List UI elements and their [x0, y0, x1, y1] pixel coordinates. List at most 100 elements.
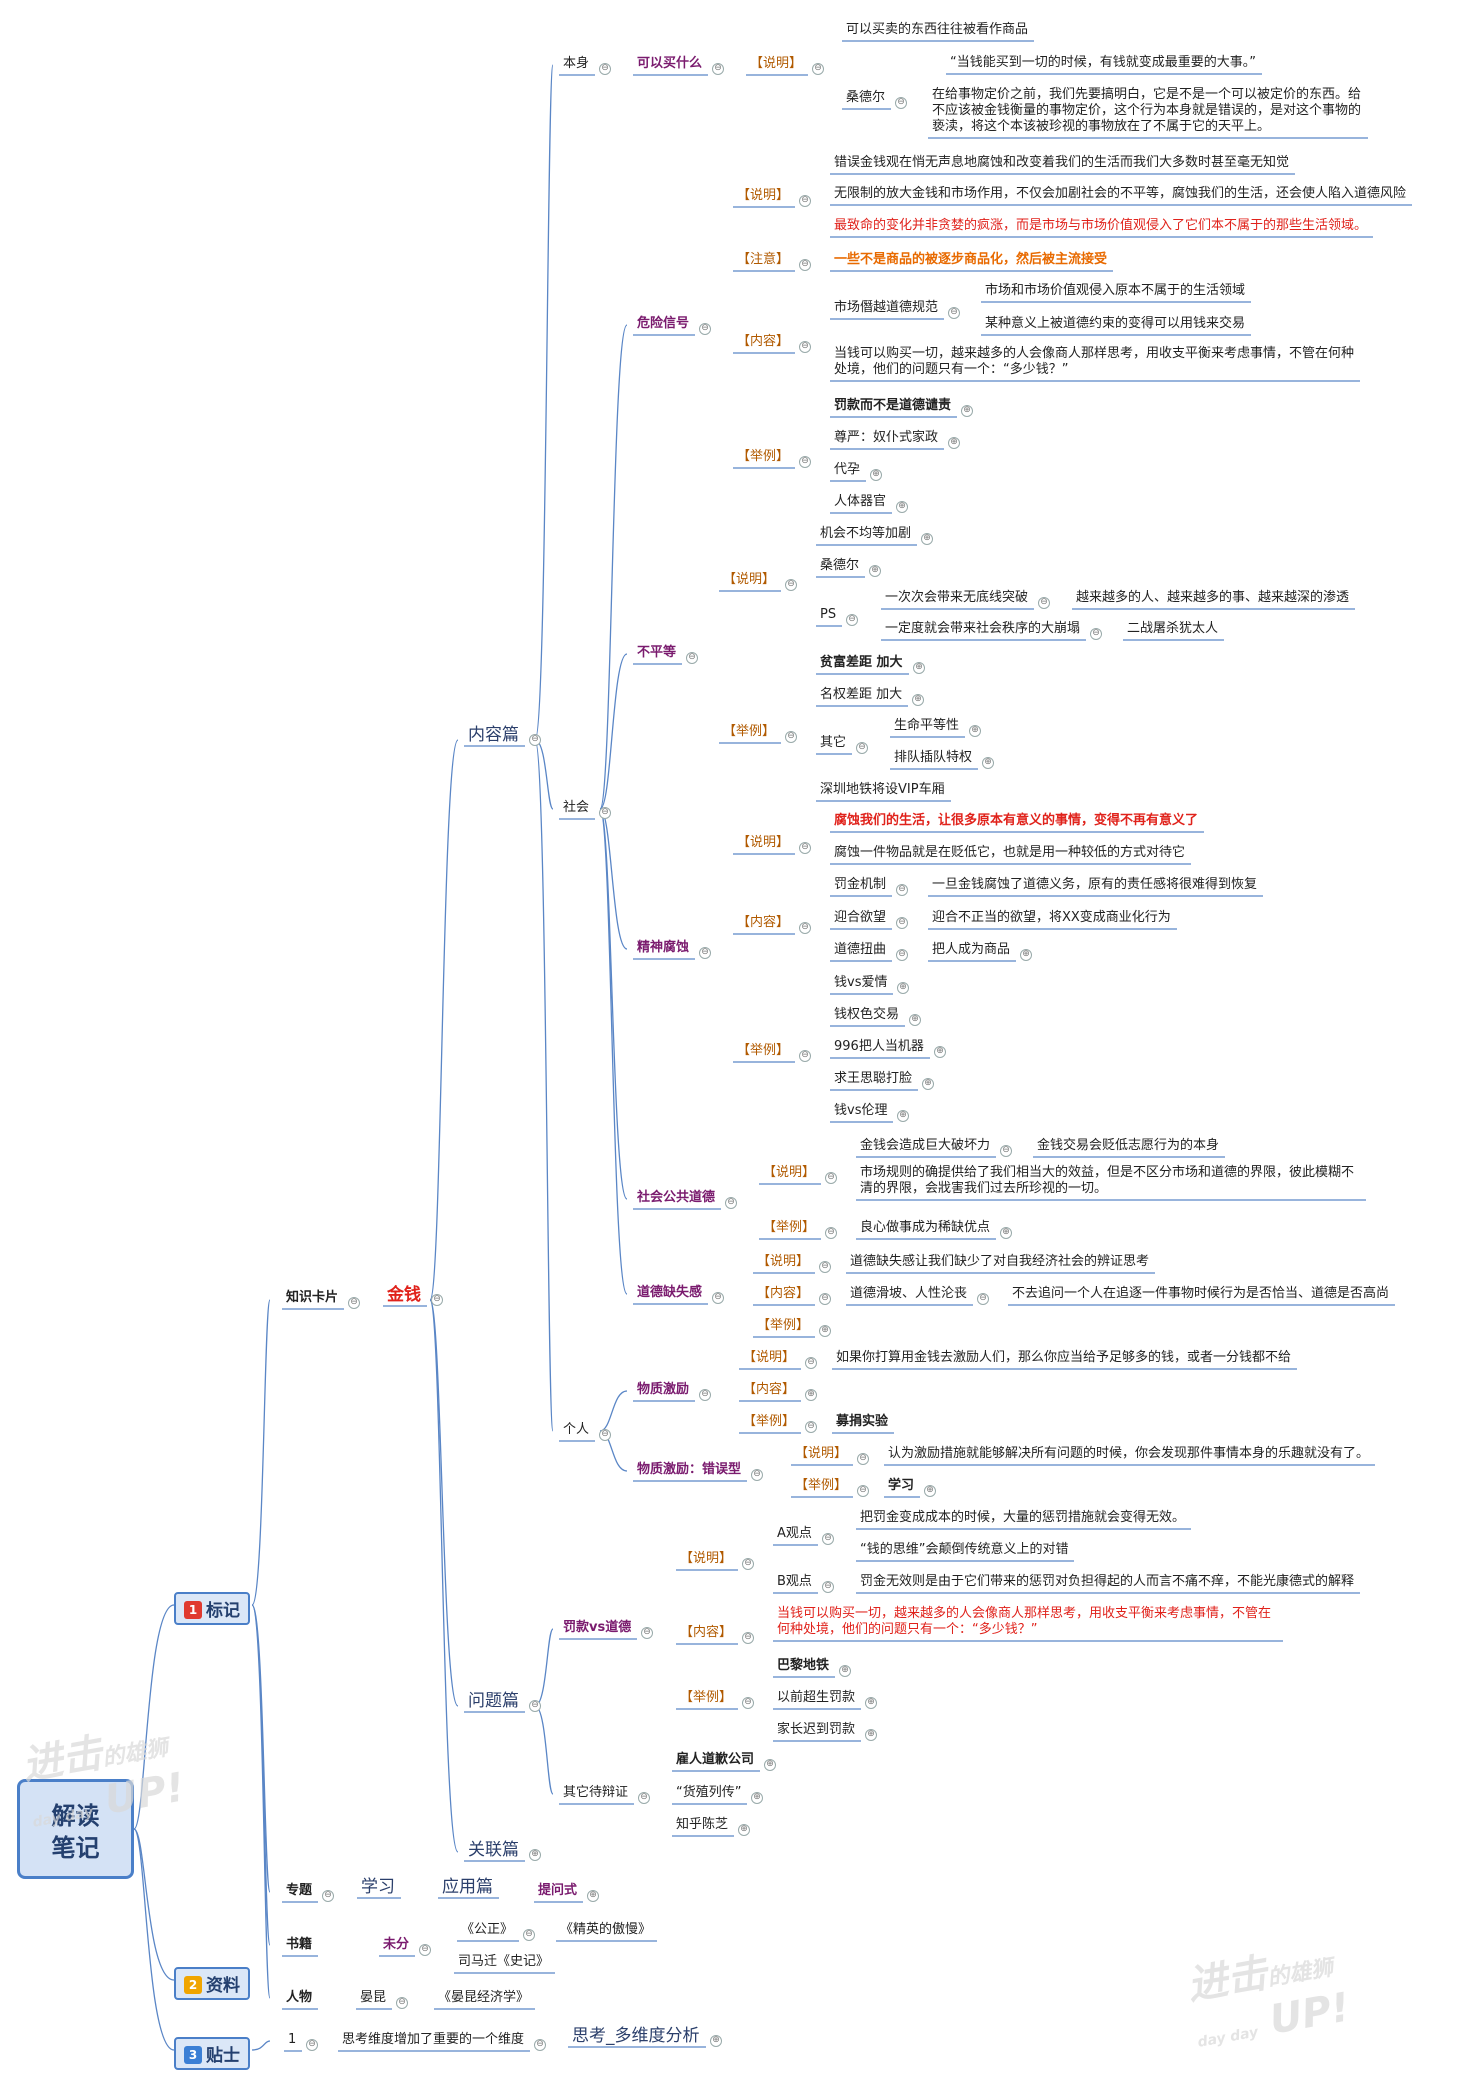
node-sm-9[interactable]: 【说明】	[680, 1551, 733, 1566]
collapse-icon[interactable]: ⊖	[896, 917, 908, 929]
node-i9[interactable]: 排队插队特权	[894, 750, 973, 765]
collapse-icon[interactable]: ⊖	[599, 63, 611, 75]
collapse-icon[interactable]: ⊖	[856, 742, 868, 754]
node-sm-2[interactable]: 【说明】	[737, 188, 790, 203]
collapse-icon[interactable]: ⊖	[822, 1581, 834, 1593]
node-b1[interactable]: 可以买卖的东西往往被看作商品	[846, 22, 1029, 37]
collapse-icon[interactable]: ⊖	[805, 1421, 817, 1433]
expand-icon[interactable]: ⊕	[819, 1325, 831, 1337]
expand-icon[interactable]: ⊕	[896, 501, 908, 513]
collapse-icon[interactable]: ⊖	[599, 807, 611, 819]
expand-icon[interactable]: ⊕	[529, 1849, 541, 1861]
node-w5[interactable]: 市场和市场价值观侵入原本不属于的生活领域	[985, 283, 1246, 298]
expand-icon[interactable]: ⊕	[1020, 949, 1032, 961]
collapse-icon[interactable]: ⊖	[857, 1453, 869, 1465]
node-yankun[interactable]: 晏昆	[360, 1990, 387, 2005]
collapse-icon[interactable]: ⊖	[419, 1944, 431, 1956]
collapse-icon[interactable]: ⊖	[895, 97, 907, 109]
node-w1[interactable]: 错误金钱观在悄无声息地腐蚀和改变着我们的生活而我们大多数时甚至毫无知觉	[834, 155, 1290, 170]
expand-icon[interactable]: ⊕	[869, 565, 881, 577]
node-yhyw[interactable]: 迎合欲望	[834, 910, 887, 925]
expand-icon[interactable]: ⊕	[587, 1890, 599, 1902]
collapse-icon[interactable]: ⊖	[846, 614, 858, 626]
node-jl-7[interactable]: 【举例】	[795, 1478, 848, 1493]
node-f9[interactable]: 求王思聪打脸	[834, 1071, 913, 1086]
node-w7[interactable]: 当钱可以购买一切，越来越多的人会像商人那样思考，用收支平衡来考虑事情，不管在何种…	[834, 346, 1355, 377]
node-scqsdd[interactable]: 市场僭越道德规范	[834, 300, 939, 315]
node-q1[interactable]: 把罚金变成成本的时候，大量的惩罚措施就会变得无效。	[860, 1510, 1186, 1525]
collapse-icon[interactable]: ⊖	[799, 259, 811, 271]
collapse-icon[interactable]: ⊖	[725, 1197, 737, 1209]
node-jl-3[interactable]: 【举例】	[737, 1043, 790, 1058]
expand-icon[interactable]: ⊕	[897, 982, 909, 994]
node-yankunjj[interactable]: 《晏昆经济学》	[438, 1990, 530, 2005]
expand-icon[interactable]: ⊕	[924, 1485, 936, 1497]
collapse-icon[interactable]: ⊖	[822, 1533, 834, 1545]
node-nr-3[interactable]: 【内容】	[757, 1286, 810, 1301]
node-nr-2[interactable]: 【内容】	[737, 915, 790, 930]
node-d1[interactable]: 道德缺失感让我们缺少了对自我经济社会的辨证思考	[850, 1254, 1150, 1269]
expand-icon[interactable]: ⊕	[897, 1110, 909, 1122]
collapse-icon[interactable]: ⊖	[819, 1293, 831, 1305]
node-f8[interactable]: 996把人当机器	[834, 1039, 924, 1054]
node-wxxh[interactable]: 危险信号	[637, 316, 690, 331]
node-wzjl[interactable]: 物质激励	[637, 1382, 690, 1397]
collapse-icon[interactable]: ⊖	[799, 842, 811, 854]
node-sm-6[interactable]: 【说明】	[757, 1254, 810, 1269]
node-jl-4[interactable]: 【举例】	[763, 1220, 816, 1235]
collapse-icon[interactable]: ⊖	[1090, 628, 1102, 640]
collapse-icon[interactable]: ⊖	[799, 922, 811, 934]
node-ps[interactable]: PS	[820, 607, 837, 622]
node-q2[interactable]: “钱的思维”会颠倒传统意义上的对错	[860, 1542, 1069, 1557]
node-nrp[interactable]: 内容篇	[468, 725, 519, 745]
collapse-icon[interactable]: ⊖	[699, 947, 711, 959]
node-d3[interactable]: 不去追问一个人在追逐一件事物时候行为是否恰当、道德是否高尚	[1012, 1286, 1390, 1301]
node-jinqian[interactable]: 金钱	[387, 1285, 421, 1305]
node-jl[interactable]: 【举例】	[737, 449, 790, 464]
collapse-icon[interactable]: ⊖	[1038, 597, 1050, 609]
expand-icon[interactable]: ⊕	[948, 437, 960, 449]
expand-icon[interactable]: ⊕	[764, 1759, 776, 1771]
node-e4[interactable]: 人体器官	[834, 494, 887, 509]
collapse-icon[interactable]: ⊖	[805, 1357, 817, 1369]
expand-icon[interactable]: ⊕	[969, 725, 981, 737]
node-q6[interactable]: 以前超生罚款	[777, 1690, 856, 1705]
node-jl-5[interactable]: 【举例】	[757, 1318, 810, 1333]
collapse-icon[interactable]: ⊖	[799, 1050, 811, 1062]
node-i7[interactable]: 名权差距 加大	[820, 687, 903, 702]
node-e1[interactable]: 罚款而不是道德谴责	[834, 398, 952, 413]
expand-icon[interactable]: ⊕	[912, 694, 924, 706]
node-q5[interactable]: 巴黎地铁	[777, 1658, 830, 1673]
node-p2[interactable]: 募捐实验	[836, 1414, 889, 1429]
collapse-icon[interactable]: ⊖	[431, 1294, 443, 1306]
collapse-icon[interactable]: ⊖	[699, 1389, 711, 1401]
node-sm[interactable]: 【说明】	[750, 56, 803, 71]
node-benshen[interactable]: 本身	[563, 56, 590, 71]
node-f5[interactable]: 把人成为商品	[932, 942, 1011, 957]
expand-icon[interactable]: ⊕	[865, 1697, 877, 1709]
node-ddnq[interactable]: 道德扭曲	[834, 942, 887, 957]
node-i1[interactable]: 机会不均等加剧	[820, 526, 912, 541]
node-w3[interactable]: 最致命的变化并非贪婪的疯涨，而是市场与市场价值观侵入了它们本不属于的那些生活领域…	[834, 218, 1368, 233]
node-jsfs[interactable]: 精神腐蚀	[637, 940, 690, 955]
collapse-icon[interactable]: ⊖	[348, 1297, 360, 1309]
node-f6[interactable]: 钱vs爱情	[834, 975, 888, 990]
node-sde[interactable]: 桑德尔	[846, 90, 886, 105]
node-glp[interactable]: 关联篇	[468, 1840, 519, 1860]
expand-icon[interactable]: ⊕	[839, 1665, 851, 1677]
node-tip_link[interactable]: 思考_多维度分析	[572, 2026, 700, 2046]
node-jl-8[interactable]: 【举例】	[680, 1690, 733, 1705]
expand-icon[interactable]: ⊕	[1000, 1227, 1012, 1239]
collapse-icon[interactable]: ⊖	[825, 1172, 837, 1184]
collapse-icon[interactable]: ⊖	[712, 63, 724, 75]
node-g3[interactable]: 市场规则的确提供给了我们相当大的效益，但是不区分市场和道德的界限，彼此模糊不清的…	[860, 1165, 1355, 1196]
node-i2[interactable]: 一次次会带来无底线突破	[885, 590, 1029, 605]
collapse-icon[interactable]: ⊖	[322, 1890, 334, 1902]
node-f7[interactable]: 钱权色交易	[834, 1007, 900, 1022]
node-weifen[interactable]: 未分	[383, 1937, 410, 1952]
node-f2[interactable]: 腐蚀一件物品就是在贬低它，也就是用一种较低的方式对待它	[834, 845, 1186, 860]
node-e2[interactable]: 尊严：奴仆式家政	[834, 430, 939, 445]
collapse-icon[interactable]: ⊖	[742, 1632, 754, 1644]
